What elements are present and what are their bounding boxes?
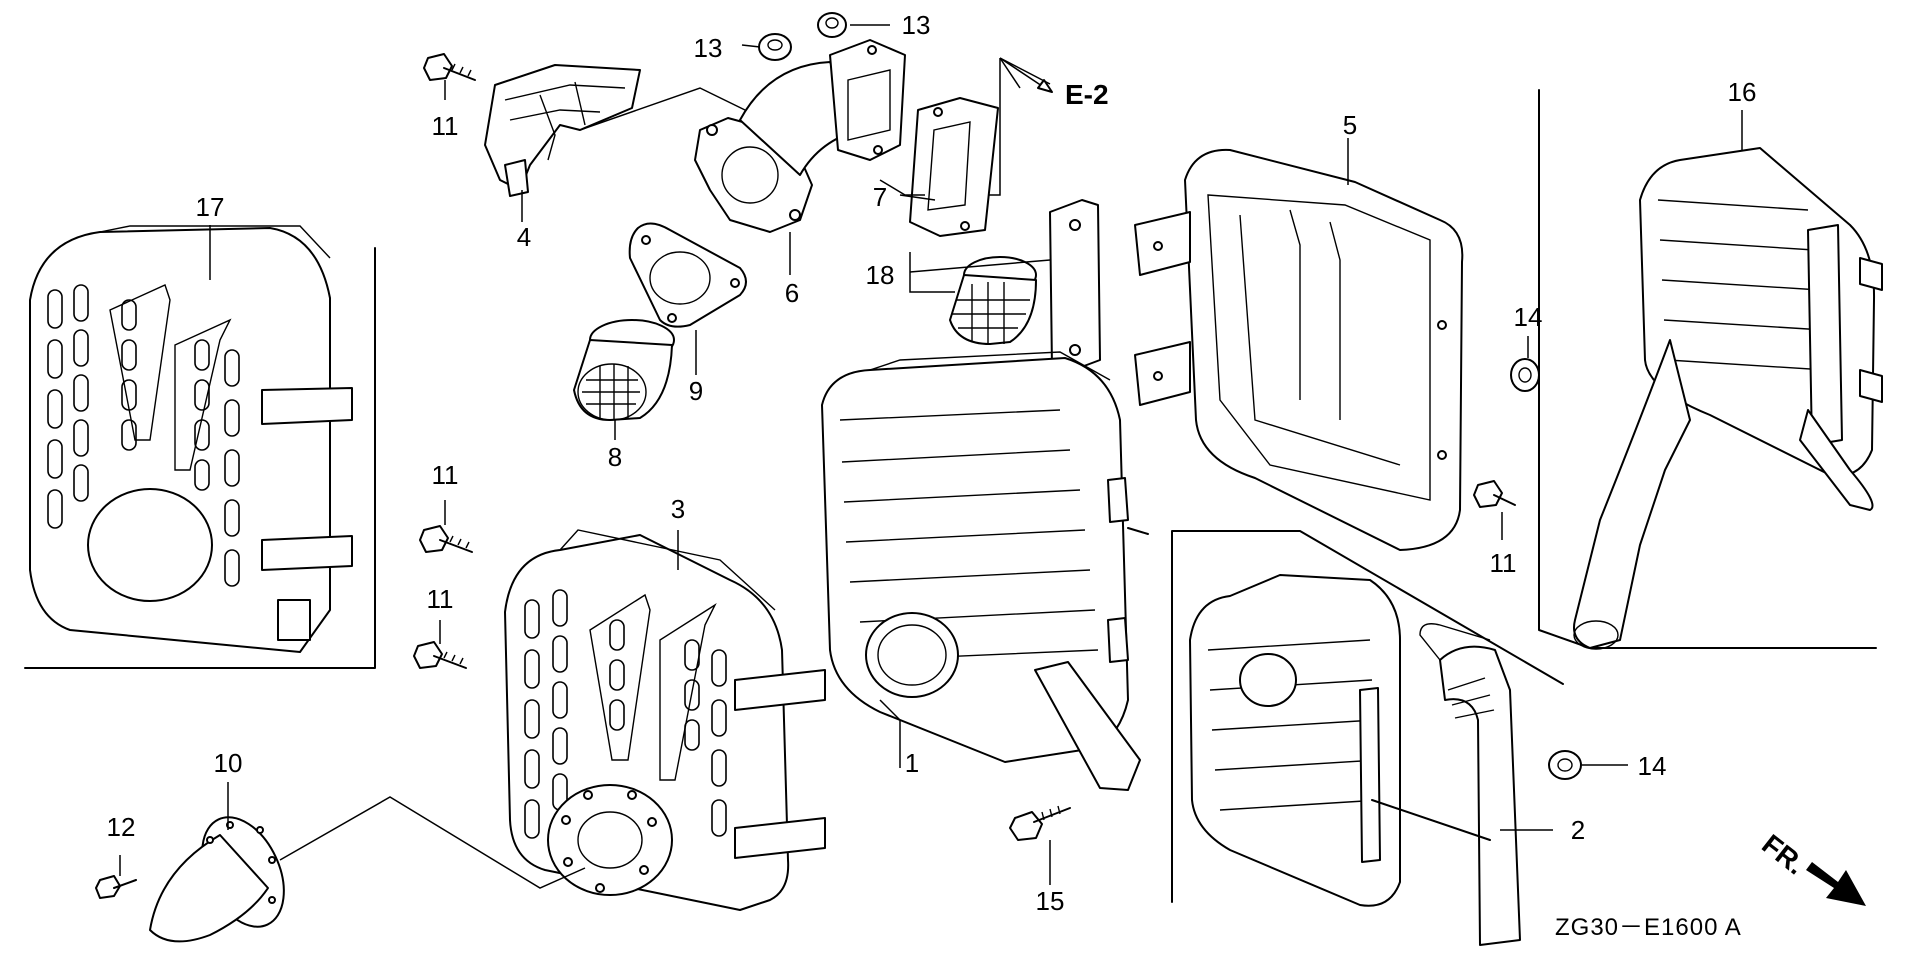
callout-9: 9 <box>689 376 703 406</box>
callout-3: 3 <box>671 494 685 524</box>
callout-10: 10 <box>214 748 243 778</box>
nut-13-left <box>758 33 792 61</box>
callout-11-low: 11 <box>427 584 454 614</box>
bolt-15 <box>1009 805 1071 841</box>
muffler-2 <box>1189 574 1521 946</box>
gasket-9 <box>628 222 747 328</box>
reference-label: E-2 <box>1065 79 1109 110</box>
deflector-10 <box>149 816 285 943</box>
callout-labels: 1 2 3 4 5 6 7 8 9 10 11 11 11 11 12 13 1… <box>107 10 1757 916</box>
bolt-11-mid <box>419 525 473 553</box>
muffler-cover-5 <box>1134 148 1464 551</box>
direction-label: FR. <box>1756 828 1811 880</box>
direction-arrow-icon <box>1806 862 1866 906</box>
muffler-protector-17 <box>29 225 353 653</box>
muffler-16 <box>1573 147 1883 650</box>
drawing-code: ZG30－E1600 A <box>1555 914 1742 941</box>
exhaust-elbow-6 <box>694 39 906 233</box>
callout-17: 17 <box>196 192 225 222</box>
callout-11-right: 11 <box>1490 548 1517 578</box>
callout-11-mid: 11 <box>432 460 459 490</box>
spark-arrester-18 <box>949 199 1101 373</box>
callout-15: 15 <box>1036 886 1065 916</box>
reference-arrow: E-2 <box>999 57 1109 110</box>
callout-13-right: 13 <box>902 10 931 40</box>
callout-1: 1 <box>905 748 919 778</box>
callout-16: 16 <box>1728 77 1757 107</box>
callout-5: 5 <box>1343 110 1357 140</box>
callout-6: 6 <box>785 278 799 308</box>
callout-14-lower: 14 <box>1638 751 1667 781</box>
callout-8: 8 <box>608 442 622 472</box>
nut-14-upper <box>1510 358 1540 392</box>
front-direction-indicator: FR. <box>1756 828 1866 906</box>
bolt-11-right <box>1473 480 1516 508</box>
nut-13-right <box>817 12 847 38</box>
gasket-7 <box>909 97 999 237</box>
callout-7: 7 <box>873 182 887 212</box>
protector-3-slots <box>524 589 727 839</box>
group-frame-2 <box>1171 530 1564 903</box>
callout-14-upper: 14 <box>1514 302 1543 332</box>
callout-12: 12 <box>107 812 136 842</box>
muffler-protector-3 <box>504 529 826 911</box>
muffler-1 <box>821 351 1149 791</box>
callout-11-top: 11 <box>432 111 459 141</box>
group-frame-17 <box>24 247 376 669</box>
callout-2: 2 <box>1571 815 1585 845</box>
bolt-11-low <box>413 641 467 669</box>
bolt-11-top <box>423 53 476 81</box>
bolt-12 <box>95 875 137 899</box>
callout-18: 18 <box>866 260 895 290</box>
group-frame-16 <box>1538 89 1877 649</box>
heat-shield-4 <box>484 64 641 197</box>
callout-13-left: 13 <box>694 33 723 63</box>
nut-14-lower <box>1548 750 1582 780</box>
callout-4: 4 <box>517 222 531 252</box>
protector-17-slots <box>47 284 240 587</box>
leader-lines <box>119 24 1743 889</box>
spark-arrester-8 <box>573 319 675 421</box>
